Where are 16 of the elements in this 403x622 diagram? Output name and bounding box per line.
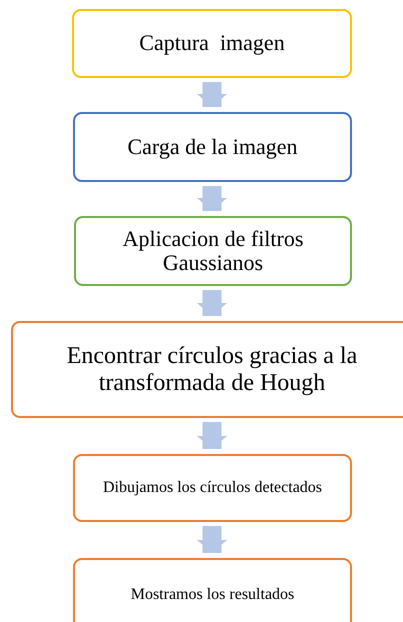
step-text: Mostramos los resultados xyxy=(130,586,294,604)
arrow xyxy=(197,422,227,449)
process-box xyxy=(74,216,352,286)
step-text: Dibujamos los círculos detectados xyxy=(102,479,322,497)
process-box xyxy=(73,558,352,622)
process-box xyxy=(11,321,403,418)
arrow xyxy=(197,186,227,211)
arrow xyxy=(197,82,227,107)
process-box xyxy=(72,9,352,78)
process-box xyxy=(73,112,352,182)
step-text: Encontrar círculos gracias a la transformada de Hough xyxy=(66,343,358,396)
process-box xyxy=(73,454,352,522)
step-text: Aplicacion de filtros Gaussianos xyxy=(122,226,304,276)
step-text: Carga de la imagen xyxy=(127,134,298,160)
arrow xyxy=(197,290,227,316)
step-text: Captura imagen xyxy=(139,31,285,56)
